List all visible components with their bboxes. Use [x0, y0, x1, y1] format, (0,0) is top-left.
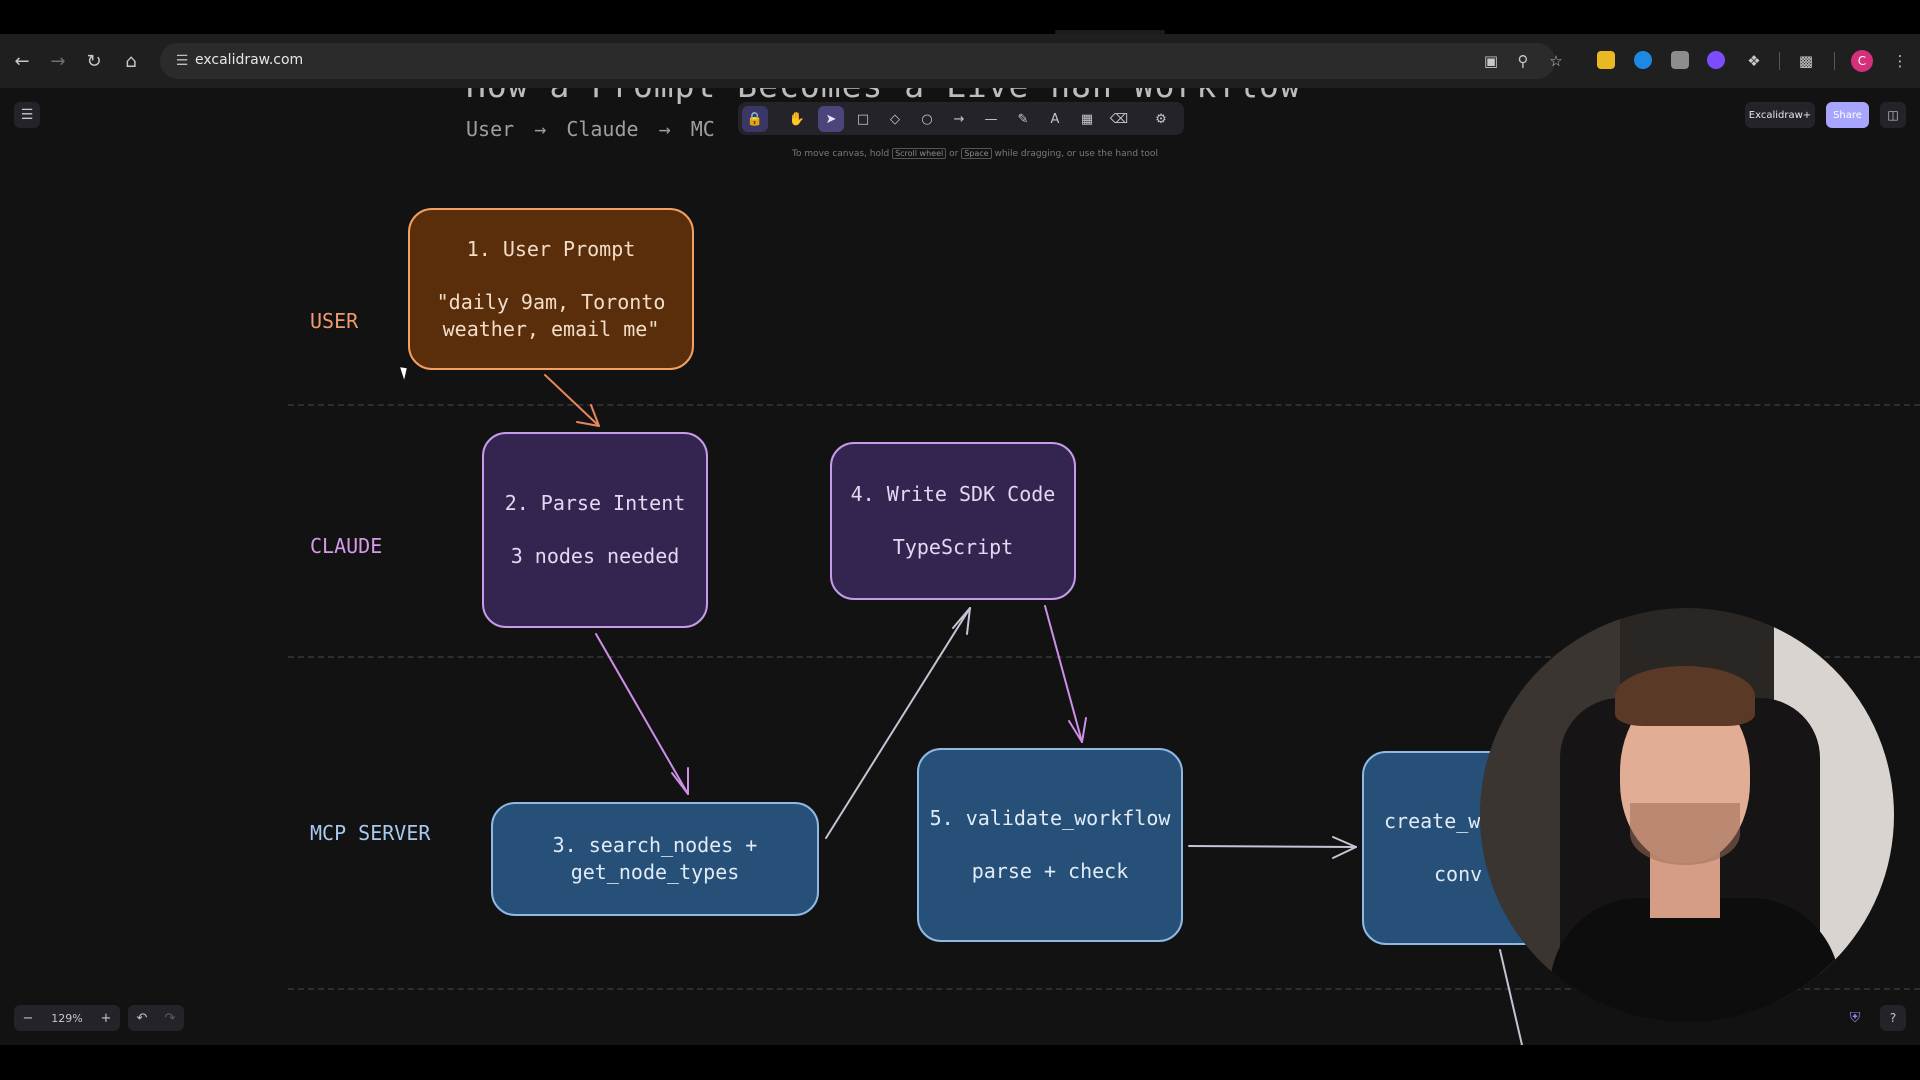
- tab-strip-hint: [1055, 30, 1165, 34]
- selection-tool-icon[interactable]: ➤: [818, 106, 844, 132]
- toolbar-separator: [1779, 52, 1780, 70]
- text-tool-icon[interactable]: A: [1050, 111, 1060, 127]
- url-text[interactable]: excalidraw.com: [195, 52, 304, 68]
- hint-text: To move canvas, hold: [792, 149, 890, 159]
- node-detail: 3 nodes needed: [510, 544, 680, 568]
- zoom-controls: − 129% +: [14, 1005, 120, 1031]
- hint-key: Space: [961, 148, 992, 159]
- node-detail: weather, email me": [442, 316, 660, 341]
- canvas-hint: To move canvas, hold Scroll wheel or Spa…: [792, 148, 1158, 159]
- node-search-nodes[interactable]: 3. search_nodes + get_node_types: [491, 802, 819, 916]
- eraser-tool-icon[interactable]: ⌫: [1109, 111, 1129, 127]
- webcam-overlay: [1480, 608, 1894, 1022]
- extension-notes-icon[interactable]: [1597, 51, 1615, 69]
- profile-avatar[interactable]: C: [1851, 50, 1873, 72]
- lane-label-user: USER: [310, 309, 359, 333]
- cast-icon[interactable]: ▣: [1483, 52, 1499, 70]
- node-title: 3. search_nodes +: [552, 833, 758, 857]
- ellipse-tool-icon[interactable]: ○: [921, 111, 933, 127]
- lane-label-mcp: MCP SERVER: [310, 821, 431, 845]
- node-detail: TypeScript: [892, 535, 1014, 559]
- main-menu-icon[interactable]: ☰: [14, 102, 40, 128]
- draw-tool-icon[interactable]: ✎: [1017, 111, 1029, 127]
- reload-icon[interactable]: ↻: [86, 50, 102, 72]
- node-validate-workflow[interactable]: 5. validate_workflow parse + check: [917, 748, 1183, 942]
- lock-icon[interactable]: 🔒: [742, 106, 768, 132]
- zoom-in-button[interactable]: +: [100, 1010, 112, 1026]
- subtitle-part: Claude: [566, 117, 639, 141]
- home-icon[interactable]: ⌂: [125, 50, 137, 72]
- webcam-hair: [1615, 666, 1755, 726]
- site-info-icon[interactable]: ☰: [175, 53, 189, 69]
- hint-text: while dragging, or use the hand tool: [994, 149, 1158, 159]
- webcam-beard: [1630, 803, 1740, 865]
- node-detail: get_node_types: [570, 860, 740, 884]
- excalidraw-canvas[interactable]: How a Prompt Becomes a Live n8n Workflow…: [0, 88, 1920, 1045]
- node-detail: conv: [1434, 862, 1483, 886]
- arrow-tool-icon[interactable]: →: [953, 111, 965, 127]
- diamond-tool-icon[interactable]: ◇: [890, 111, 900, 127]
- extension-circle-icon[interactable]: [1634, 51, 1652, 69]
- node-parse-intent[interactable]: 2. Parse Intent 3 nodes needed: [482, 432, 708, 628]
- window-top-strip: [0, 0, 1920, 34]
- node-title: 4. Write SDK Code: [850, 482, 1056, 506]
- node-detail: parse + check: [971, 859, 1129, 883]
- library-icon[interactable]: ◫: [1880, 102, 1906, 128]
- hint-text: or: [949, 149, 959, 159]
- node-detail: "daily 9am, Toronto: [436, 289, 666, 314]
- menu-icon[interactable]: ⋮: [1892, 52, 1908, 70]
- webcam-shirt: [1550, 898, 1840, 1022]
- node-title: 2. Parse Intent: [504, 491, 686, 515]
- subtitle-part: User: [466, 117, 515, 141]
- hand-tool-icon[interactable]: ✋: [788, 111, 806, 127]
- redo-icon[interactable]: ↷: [164, 1010, 176, 1026]
- node-user-prompt[interactable]: 1. User Prompt "daily 9am, Toronto weath…: [408, 208, 694, 370]
- lane-divider: [288, 404, 1920, 406]
- zoom-out-button[interactable]: −: [22, 1010, 34, 1026]
- extension-purple-icon[interactable]: [1707, 51, 1725, 69]
- node-title: create_w: [1384, 809, 1481, 833]
- undo-icon[interactable]: ↶: [136, 1010, 148, 1026]
- back-icon[interactable]: ←: [14, 50, 30, 72]
- history-controls: ↶ ↷: [128, 1005, 184, 1031]
- zoom-level[interactable]: 129%: [51, 1011, 83, 1025]
- node-title: 5. validate_workflow: [929, 806, 1171, 830]
- extension-script-icon[interactable]: [1671, 51, 1689, 69]
- node-title: 1. User Prompt: [466, 236, 636, 261]
- node-write-sdk-code[interactable]: 4. Write SDK Code TypeScript: [830, 442, 1076, 600]
- browser-toolbar: ← → ↻ ⌂ ☰ excalidraw.com ▣ ⚲ ☆ ❖ ▩ C ⋮: [0, 34, 1920, 88]
- forward-icon[interactable]: →: [50, 50, 66, 72]
- shape-toolbar: 🔒 ✋ ➤ □ ◇ ○ → — ✎ A ▦ ⌫ ⚙: [738, 102, 1184, 135]
- lane-divider: [288, 988, 1920, 990]
- arrow-4-to-5: [1044, 605, 1087, 743]
- address-bar[interactable]: ☰ excalidraw.com: [160, 43, 1555, 79]
- extra-tools-icon[interactable]: ⚙: [1155, 111, 1167, 127]
- lane-divider: [288, 656, 1920, 658]
- hint-key: Scroll wheel: [892, 148, 947, 159]
- mouse-cursor: [400, 365, 410, 380]
- excalidraw-plus-button[interactable]: Excalidraw+: [1745, 102, 1815, 128]
- zoom-icon[interactable]: ⚲: [1517, 52, 1529, 70]
- diagram-subtitle: User → Claude → MC: [466, 117, 715, 141]
- arrow-5-to-6: [1188, 836, 1357, 859]
- lane-label-claude: CLAUDE: [310, 534, 383, 558]
- window-bottom-strip: [0, 1045, 1920, 1080]
- diagram-title: How a Prompt Becomes a Live n8n Workflow: [466, 88, 1301, 105]
- line-tool-icon[interactable]: —: [984, 111, 998, 127]
- rectangle-tool-icon[interactable]: □: [856, 111, 870, 127]
- image-tool-icon[interactable]: ▦: [1080, 111, 1094, 127]
- share-button[interactable]: Share: [1826, 102, 1869, 128]
- bookmark-star-icon[interactable]: ☆: [1549, 52, 1563, 70]
- extensions-icon[interactable]: ❖: [1747, 52, 1761, 70]
- arrow-1-to-2: [544, 374, 600, 427]
- arrow-2-to-3: [595, 633, 689, 795]
- tab-search-icon[interactable]: ▩: [1798, 52, 1814, 70]
- subtitle-arrow: →: [658, 117, 671, 141]
- subtitle-part: MC: [690, 117, 715, 141]
- toolbar-separator: [1834, 52, 1835, 70]
- subtitle-arrow: →: [534, 117, 547, 141]
